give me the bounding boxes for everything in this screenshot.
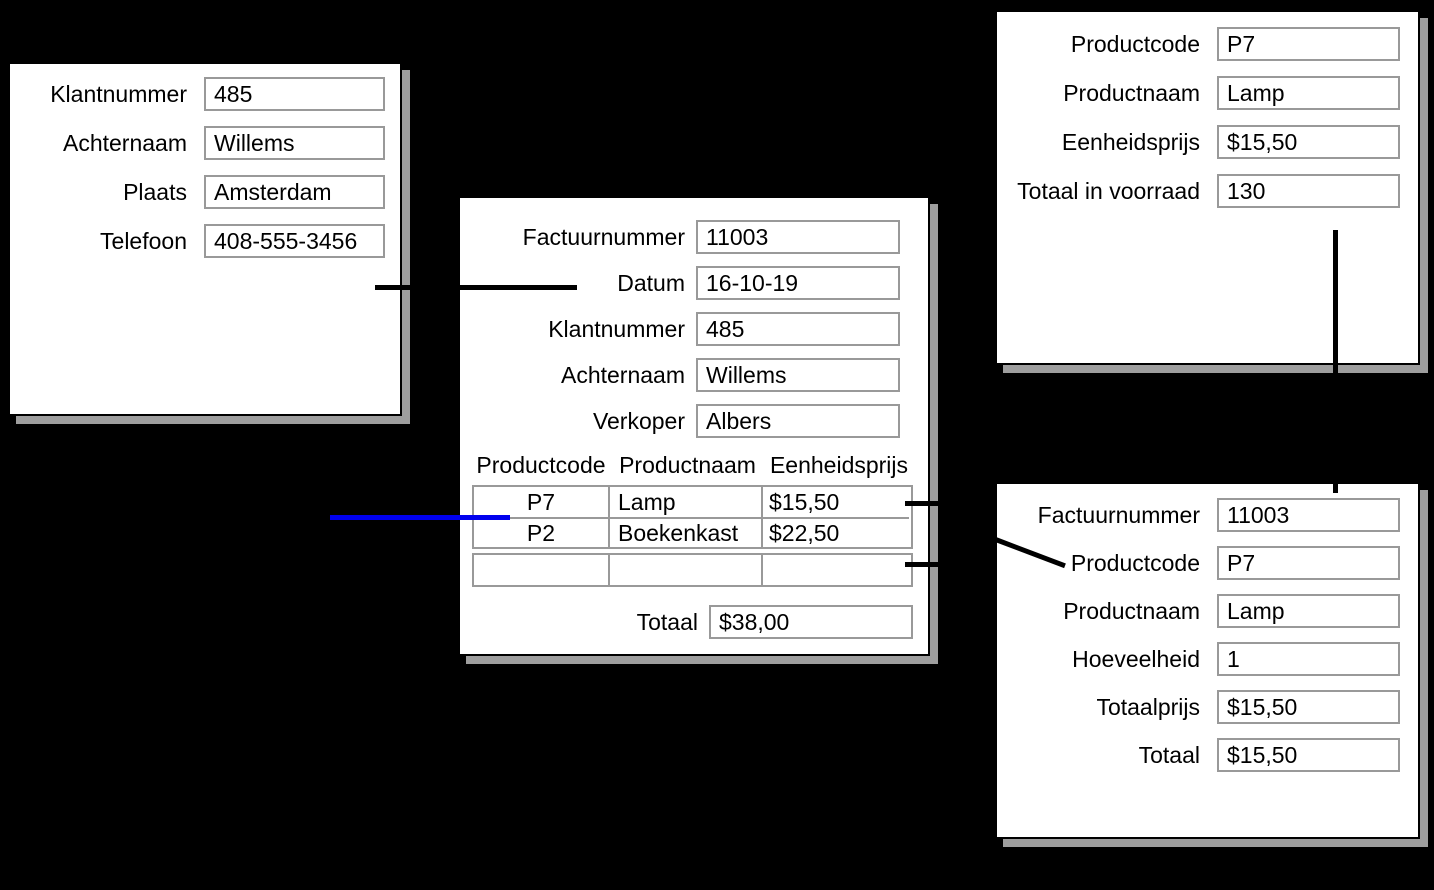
field-row: Factuurnummer <box>460 220 900 254</box>
field-row: Eenheidsprijs <box>997 125 1400 159</box>
invoice-row3-connector-line <box>905 562 940 567</box>
telefoon-input[interactable] <box>204 224 385 258</box>
table-cell[interactable] <box>763 555 909 585</box>
table-cell[interactable]: $15,50 <box>763 487 909 517</box>
achternaam-label: Achternaam <box>62 129 187 156</box>
totaal-input[interactable] <box>709 605 913 639</box>
invoice-form-panel: Factuurnummer Datum Klantnummer Achterna… <box>458 196 930 656</box>
line-items-header-row: Productcode Productnaam Eenheidsprijs <box>472 452 913 479</box>
highlighted-row-connector-line <box>330 515 510 520</box>
achternaam-input[interactable] <box>696 358 900 392</box>
invoice-row1-connector-line <box>905 501 940 506</box>
totaal-label: Totaal <box>1138 741 1200 768</box>
field-row: Klantnummer <box>460 312 900 346</box>
achternaam-label: Achternaam <box>560 361 685 388</box>
invoice-total-row: Totaal <box>460 605 913 639</box>
field-row: Telefoon <box>10 224 385 258</box>
field-row: Hoeveelheid <box>997 642 1400 676</box>
field-row: Datum <box>460 266 900 300</box>
table-cell[interactable] <box>610 555 763 585</box>
hoeveelheid-input[interactable] <box>1217 642 1400 676</box>
product-invoiceline-connector-line <box>1333 230 1338 493</box>
field-row: Achternaam <box>460 358 900 392</box>
datum-input[interactable] <box>696 266 900 300</box>
plaats-input[interactable] <box>204 175 385 209</box>
field-row: Totaalprijs <box>997 690 1400 724</box>
table-cell[interactable]: Boekenkast <box>610 517 763 547</box>
line-items-empty-row <box>472 553 913 587</box>
productcode-column-header: Productcode <box>476 452 606 478</box>
productcode-label: Productcode <box>1070 30 1200 57</box>
field-row: Verkoper <box>460 404 900 438</box>
table-cell[interactable]: P7 <box>474 487 610 517</box>
invoice-line-form-panel: Factuurnummer Productcode Productnaam Ho… <box>995 482 1420 839</box>
productnaam-label: Productnaam <box>1063 79 1200 106</box>
field-row: Klantnummer <box>10 77 385 111</box>
field-row: Productnaam <box>997 76 1400 110</box>
klantnummer-input[interactable] <box>204 77 385 111</box>
achternaam-input[interactable] <box>204 126 385 160</box>
verkoper-input[interactable] <box>696 404 900 438</box>
line-items-table: P7 Lamp $15,50 P2 Boekenkast $22,50 <box>472 485 913 549</box>
field-row: Productcode <box>997 546 1400 580</box>
productnaam-label: Productnaam <box>1063 597 1200 624</box>
totaal-input[interactable] <box>1217 738 1400 772</box>
klantnummer-input[interactable] <box>696 312 900 346</box>
eenheidsprijs-input[interactable] <box>1217 125 1400 159</box>
hoeveelheid-label: Hoeveelheid <box>1072 645 1200 672</box>
productnaam-input[interactable] <box>1217 76 1400 110</box>
factuurnummer-input[interactable] <box>696 220 900 254</box>
eenheidsprijs-label: Eenheidsprijs <box>1061 128 1200 155</box>
verkoper-label: Verkoper <box>592 407 685 434</box>
eenheidsprijs-column-header: Eenheidsprijs <box>769 452 909 478</box>
field-row: Productnaam <box>997 594 1400 628</box>
totaalprijs-label: Totaalprijs <box>1096 693 1200 720</box>
field-row: Factuurnummer <box>997 498 1400 532</box>
plaats-label: Plaats <box>123 178 187 205</box>
table-cell[interactable] <box>474 555 610 585</box>
table-cell[interactable]: P2 <box>474 517 610 547</box>
totaal-in-voorraad-label: Totaal in voorraad <box>1017 177 1200 204</box>
klantnummer-label: Klantnummer <box>50 80 187 107</box>
productnaam-column-header: Productnaam <box>619 452 756 478</box>
productnaam-input[interactable] <box>1217 594 1400 628</box>
totaalprijs-input[interactable] <box>1217 690 1400 724</box>
field-row: Totaal <box>997 738 1400 772</box>
field-row: Achternaam <box>10 126 385 160</box>
totaal-label: Totaal <box>636 608 698 635</box>
productcode-label: Productcode <box>1070 549 1200 576</box>
field-row: Plaats <box>10 175 385 209</box>
totaal-in-voorraad-input[interactable] <box>1217 174 1400 208</box>
telefoon-label: Telefoon <box>100 227 187 254</box>
customer-invoice-connector-line <box>375 285 577 290</box>
field-row: Productcode <box>997 27 1400 61</box>
factuurnummer-input[interactable] <box>1217 498 1400 532</box>
productcode-input[interactable] <box>1217 27 1400 61</box>
factuurnummer-label: Factuurnummer <box>522 223 685 250</box>
customer-form-panel: Klantnummer Achternaam Plaats Telefoon <box>8 62 402 416</box>
datum-label: Datum <box>617 269 685 296</box>
field-row: Totaal in voorraad <box>997 174 1400 208</box>
table-cell[interactable]: Lamp <box>610 487 763 517</box>
table-cell[interactable]: $22,50 <box>763 517 909 547</box>
productcode-input[interactable] <box>1217 546 1400 580</box>
factuurnummer-label: Factuurnummer <box>1037 501 1200 528</box>
klantnummer-label: Klantnummer <box>548 315 685 342</box>
product-form-panel: Productcode Productnaam Eenheidsprijs To… <box>995 10 1420 365</box>
